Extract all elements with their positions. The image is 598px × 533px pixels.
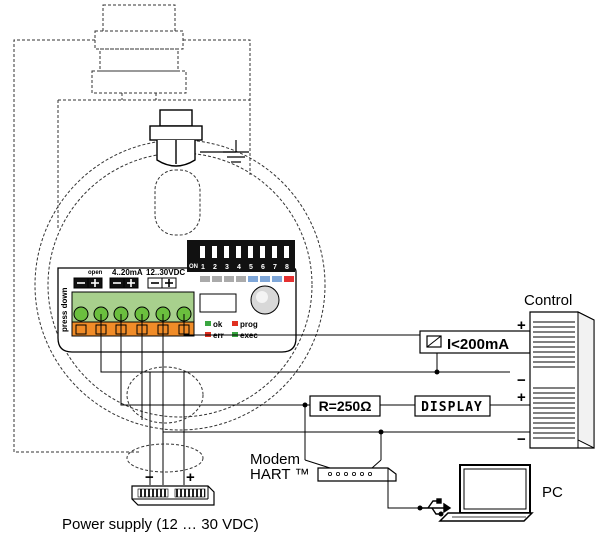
- modem-label: Modem: [250, 451, 300, 468]
- dip-number: 3: [225, 264, 229, 271]
- ground-icon: [200, 140, 249, 163]
- dip-on-label: ON: [189, 264, 198, 270]
- led-ok: ok: [205, 320, 223, 329]
- psu-minus-label: −: [145, 469, 154, 486]
- dip-number: 8: [285, 264, 289, 271]
- laptop-icon: [438, 464, 534, 522]
- svg-text:prog: prog: [240, 320, 258, 329]
- usb-icon: [420, 498, 452, 517]
- terminal-open-label: open: [88, 270, 103, 276]
- dip-number: 4: [237, 264, 241, 271]
- control-cabinet: + − + −: [517, 311, 595, 449]
- psu-plus-label: +: [186, 469, 195, 486]
- relay-component: I<200mA: [419, 330, 531, 354]
- terminal-voltage-label: 12..30VDC: [146, 268, 185, 277]
- modem-hart-label: HART ™: [250, 466, 309, 483]
- control-minus-1: −: [517, 372, 526, 389]
- indicator-strip: [200, 276, 294, 282]
- display-label: DISPLAY: [421, 400, 483, 415]
- led-prog: prog: [232, 320, 258, 329]
- wire-bundle-outline: [126, 366, 204, 424]
- dip-number: 1: [201, 264, 205, 271]
- dip-number: 6: [261, 264, 265, 271]
- dip-number: 7: [273, 264, 277, 271]
- dip-number: 5: [249, 264, 253, 271]
- power-supply-label: Power supply (12 … 30 VDC): [62, 516, 259, 533]
- display-component: DISPLAY: [414, 395, 491, 417]
- control-minus-2: −: [517, 431, 526, 448]
- resistor-label: R=250Ω: [319, 398, 372, 414]
- hart-modem: [304, 459, 423, 511]
- power-supply: [131, 485, 215, 506]
- terminal-current-label: 4..20mA: [112, 268, 143, 277]
- junction-dots: [302, 332, 440, 435]
- control-plus-2: +: [517, 389, 526, 406]
- dip-switch[interactable]: ON 1 2 3 4 5 6 7 8: [187, 240, 295, 272]
- current-limit-label: I<200mA: [447, 336, 509, 353]
- terminal-polarity-boxes: [73, 277, 177, 289]
- lcd-window: [199, 293, 237, 313]
- cable-gland: [91, 4, 187, 100]
- control-plus-1: +: [517, 317, 526, 334]
- terminal-block: [71, 291, 195, 337]
- pc-label: PC: [542, 484, 563, 501]
- housing-outline: [13, 39, 326, 453]
- sensor-head: [149, 109, 203, 167]
- control-label: Control: [524, 292, 572, 309]
- svg-text:ok: ok: [213, 320, 223, 329]
- press-down-label: press down: [60, 287, 69, 332]
- electronics-board: ON 1 2 3 4 5 6 7 8 ok: [57, 240, 297, 353]
- resistor-component: R=250Ω: [309, 395, 381, 417]
- dip-number: 2: [213, 264, 217, 271]
